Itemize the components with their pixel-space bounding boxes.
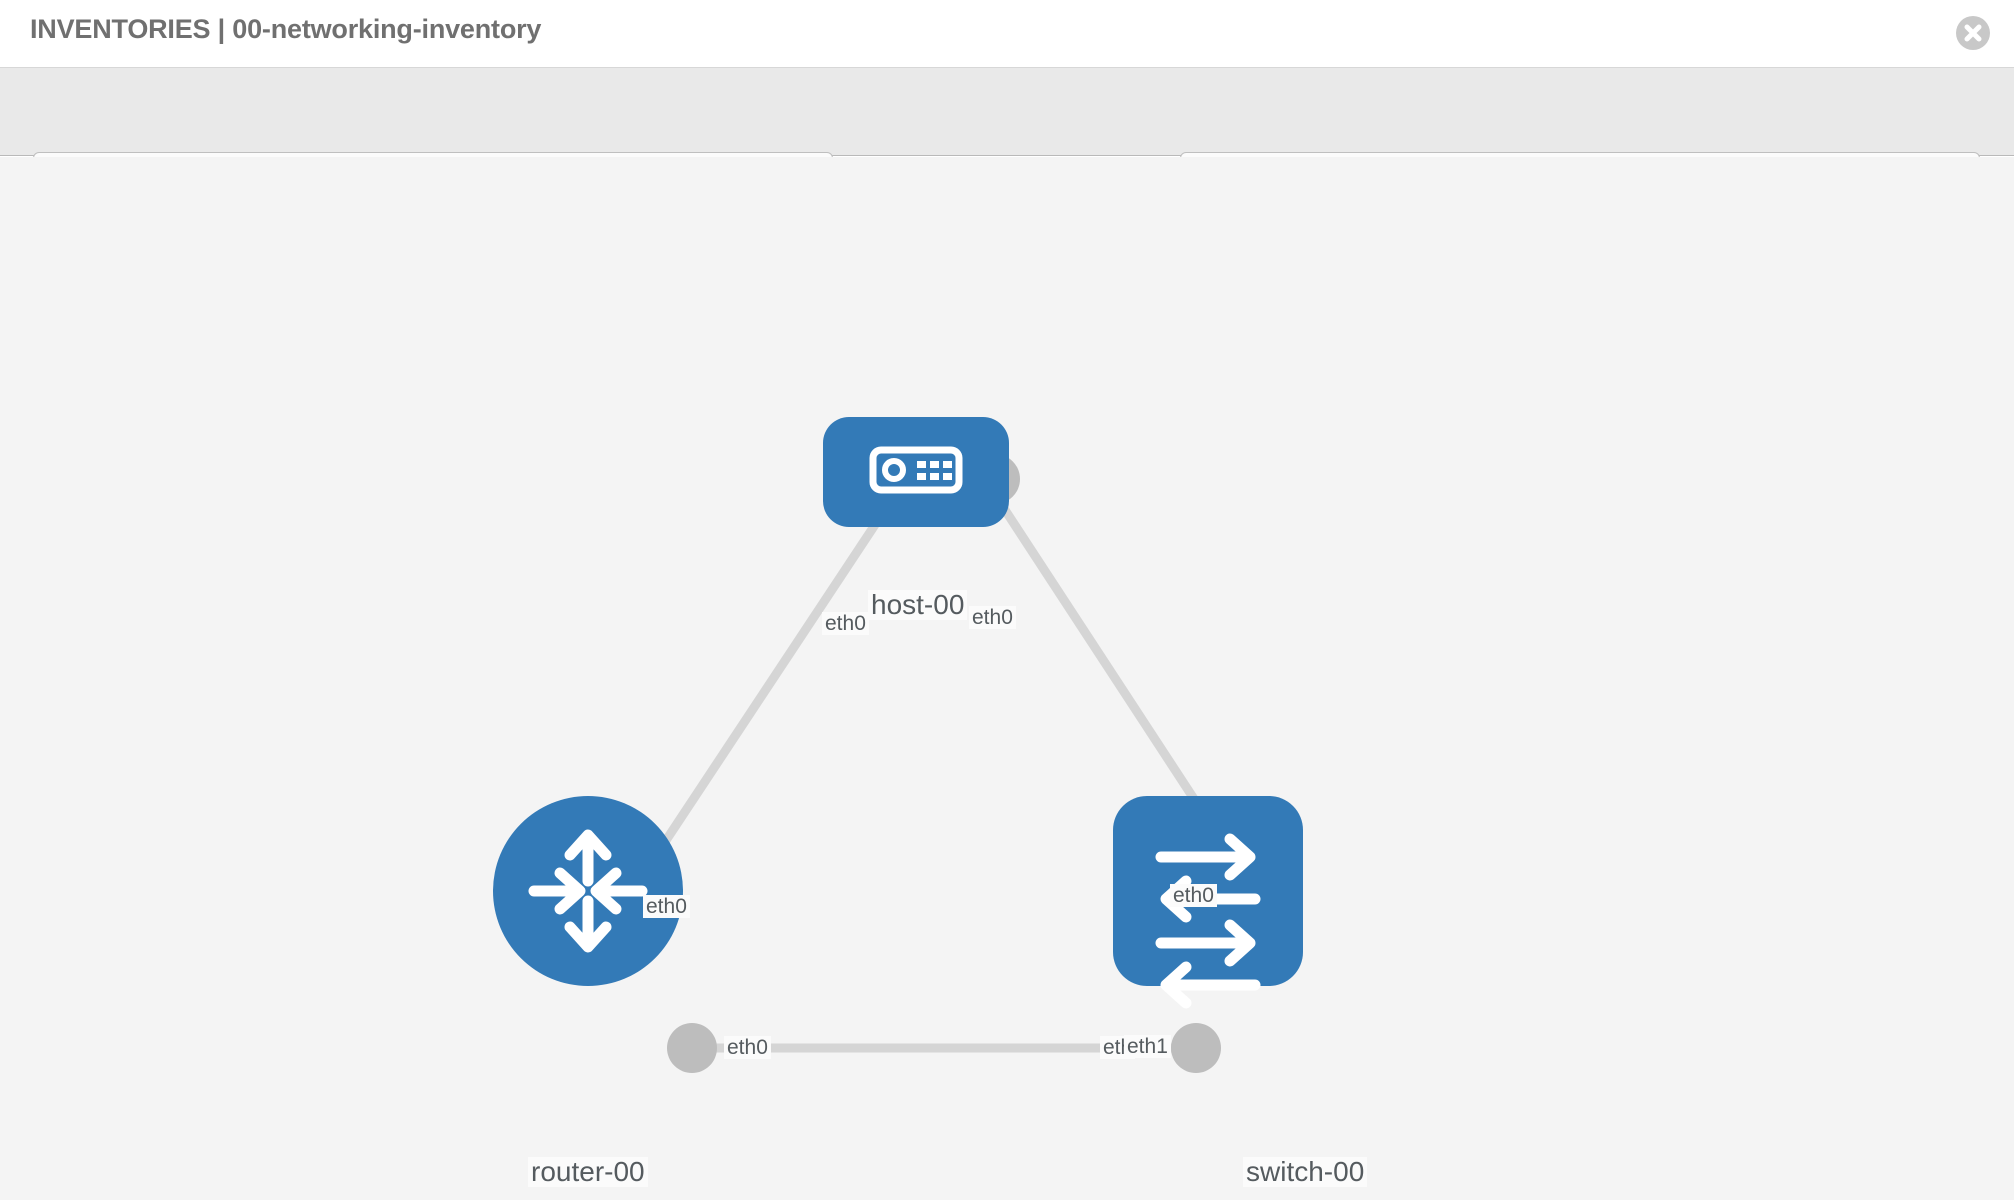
server-icon [869,446,963,494]
connector-router00-eth0[interactable] [667,1023,717,1073]
node-host-00[interactable] [823,417,1009,527]
close-icon-glyph [1964,24,1982,42]
node-router-00[interactable] [493,796,683,986]
topology-canvas[interactable]: host-00 router-00 switch-00 eth0 eth0 et… [0,157,2014,1200]
iface-label-switch00-eth0-uplink[interactable]: eth0 [1170,884,1217,907]
topology-graph [493,417,1303,1073]
node-label-router-00[interactable]: router-00 [528,1157,648,1187]
page-title: INVENTORIES | 00-networking-inventory [30,14,542,44]
close-icon[interactable] [1956,16,1990,50]
toolbar: ACTIONS SEARCH [0,68,2014,208]
router-arrows-icon [528,829,648,953]
connector-switch00-eth1[interactable] [1171,1023,1221,1073]
iface-label-host00-eth0-left[interactable]: eth0 [822,612,869,635]
iface-label-switch00-eth1[interactable]: eth1 [1124,1035,1171,1058]
iface-label-router00-eth0-uplink[interactable]: eth0 [643,895,690,918]
page-header: INVENTORIES | 00-networking-inventory [0,0,2014,68]
node-label-host-00[interactable]: host-00 [868,590,968,620]
link-host00-router00[interactable] [651,484,904,860]
iface-label-host00-eth0-right[interactable]: eth0 [969,606,1016,629]
link-host00-switch00[interactable] [986,484,1236,860]
iface-label-router00-eth0[interactable]: eth0 [724,1036,771,1059]
node-label-switch-00[interactable]: switch-00 [1243,1157,1368,1187]
